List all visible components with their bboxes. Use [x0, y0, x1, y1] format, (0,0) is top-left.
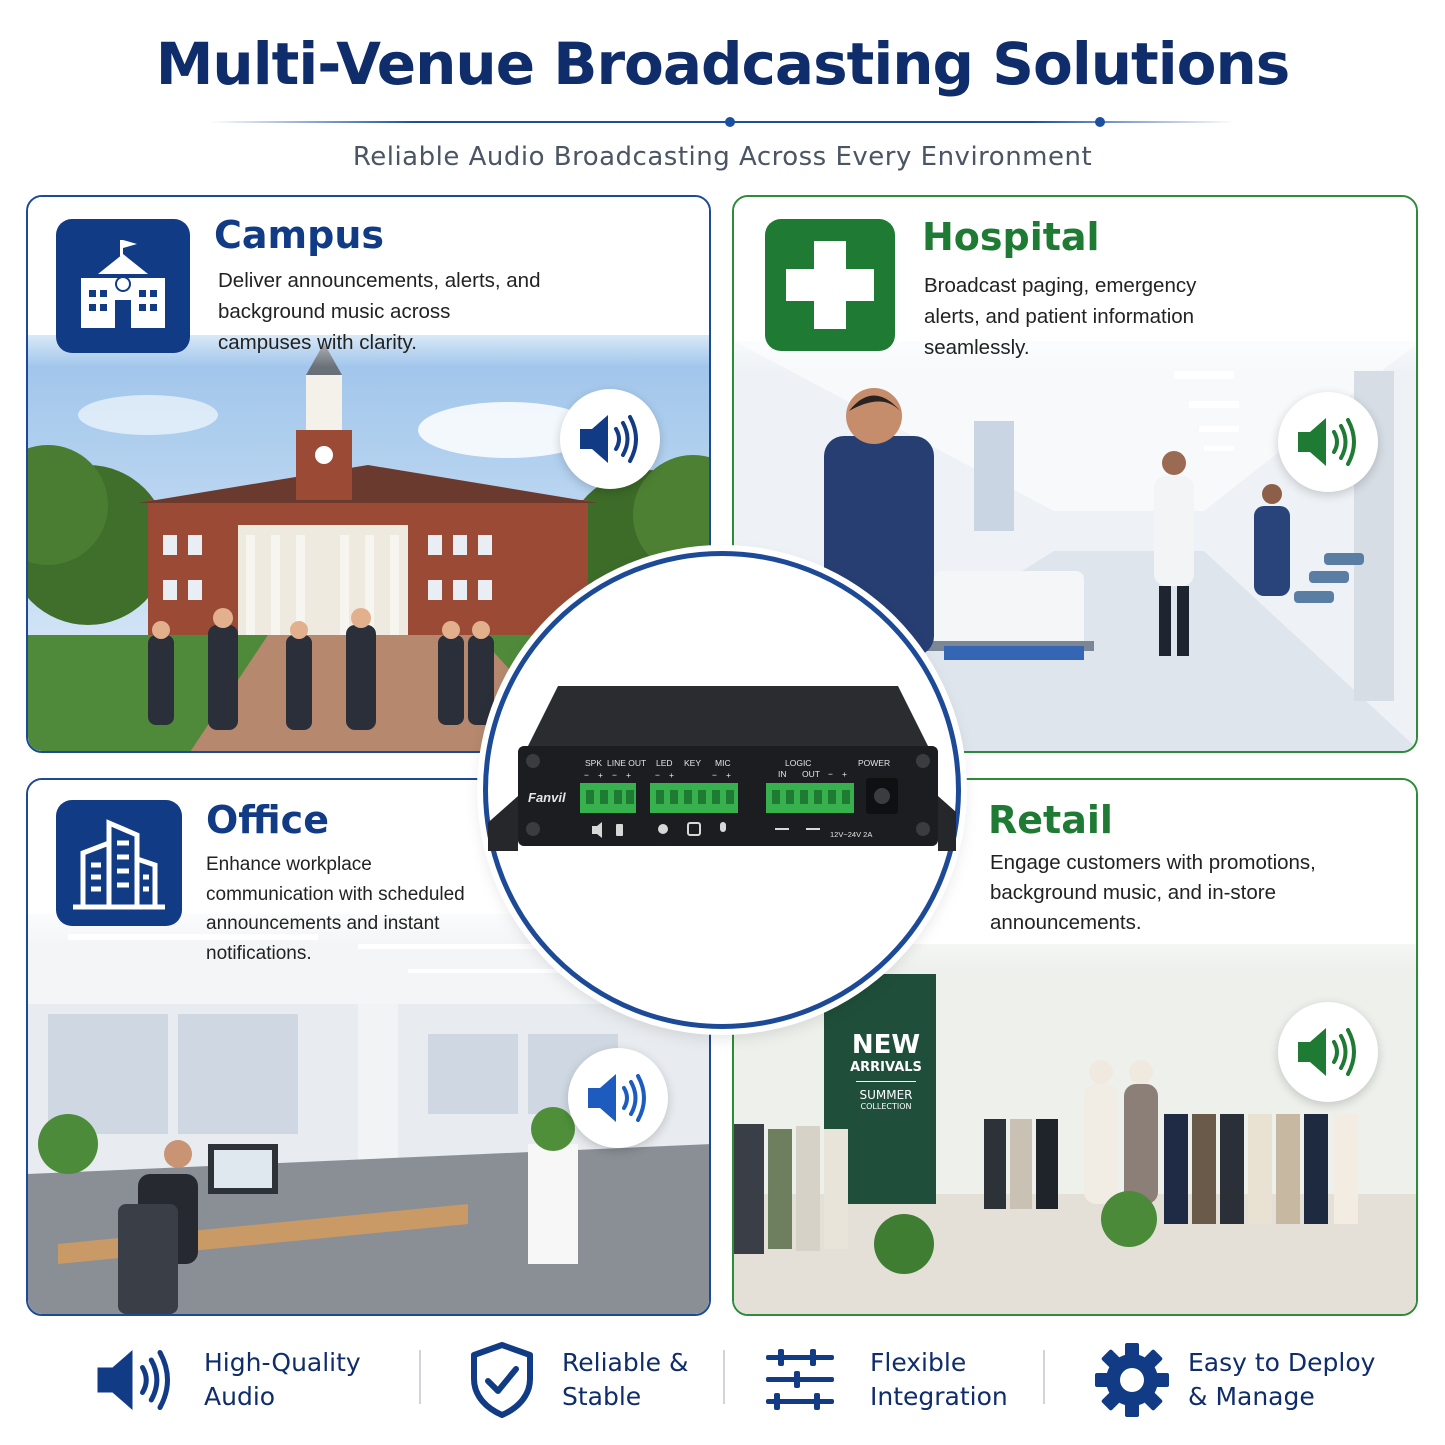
label-minus: − — [828, 769, 833, 779]
retail-panel: NEW ARRIVALS SUMMER COLLECTION Retail En… — [732, 778, 1418, 1316]
sign-line-collection: COLLECTION — [860, 1102, 912, 1111]
feature-easy-deploy: Easy to Deploy & Manage — [1094, 1335, 1375, 1425]
label-out: OUT — [802, 769, 820, 779]
title-divider — [210, 117, 1235, 127]
medical-cross-icon — [765, 219, 895, 351]
retail-scene-image — [734, 944, 1416, 1314]
sign-rule — [856, 1081, 916, 1082]
label-logic: LOGIC — [785, 758, 811, 768]
speaker-icon — [568, 1048, 668, 1148]
label-minus: − — [655, 770, 660, 780]
label-minus: − — [612, 770, 617, 780]
label-plus: + — [726, 770, 731, 780]
sliders-icon — [766, 1349, 834, 1410]
school-building-icon — [56, 219, 190, 353]
label-spk: SPK — [585, 758, 602, 768]
office-description: Enhance workplace communication with sch… — [206, 854, 465, 964]
sign-line-new: NEW — [851, 1030, 921, 1060]
feature-separator — [723, 1350, 725, 1404]
device-showcase: SPK LINE OUT LED KEY MIC LOGIC IN OUT PO… — [483, 551, 961, 1029]
label-line-out: LINE OUT — [607, 758, 646, 768]
shield-check-icon — [471, 1342, 533, 1418]
page-title: Multi-Venue Broadcasting Solutions — [155, 30, 1291, 98]
feature-separator — [419, 1350, 421, 1404]
sign-line-arrivals: ARRIVALS — [850, 1060, 922, 1075]
hospital-description: Broadcast paging, emergency alerts, and … — [924, 274, 1197, 359]
hospital-panel: Hospital Broadcast paging, emergency ale… — [732, 195, 1418, 753]
speaker-icon — [560, 389, 660, 489]
retail-description: Engage customers with promotions, backgr… — [990, 851, 1316, 934]
feature-separator — [1043, 1350, 1045, 1404]
speaker-icon — [1278, 1002, 1378, 1102]
label-voltage: 12V~24V 2A — [830, 830, 872, 839]
retail-title: Retail — [988, 798, 1113, 842]
feature-label: High-Quality Audio — [204, 1348, 361, 1411]
label-plus: + — [626, 770, 631, 780]
feature-label: Flexible Integration — [870, 1348, 1008, 1411]
label-mic: MIC — [715, 758, 731, 768]
label-plus: + — [598, 770, 603, 780]
device-brand: Fanvil — [528, 790, 566, 805]
feature-label: Easy to Deploy & Manage — [1188, 1348, 1376, 1411]
label-plus: + — [669, 770, 674, 780]
hospital-title: Hospital — [922, 215, 1100, 259]
feature-flexible-integration: Flexible Integration — [764, 1335, 1008, 1425]
campus-scene-image — [28, 335, 709, 751]
campus-description: Deliver announcements, alerts, and backg… — [218, 269, 541, 354]
label-plus: + — [842, 769, 847, 779]
divider-dot — [725, 117, 735, 127]
office-building-icon — [56, 800, 182, 926]
label-key: KEY — [684, 758, 701, 768]
retail-sign: NEW ARRIVALS SUMMER COLLECTION — [834, 1030, 938, 1111]
campus-title: Campus — [214, 213, 384, 257]
audio-gateway-device: SPK LINE OUT LED KEY MIC LOGIC IN OUT PO… — [488, 686, 956, 851]
divider-dot — [1095, 117, 1105, 127]
feature-reliable-stable: Reliable & Stable — [468, 1335, 688, 1425]
page-subtitle: Reliable Audio Broadcasting Across Every… — [352, 142, 1093, 172]
sign-line-summer: SUMMER — [859, 1088, 913, 1102]
label-in: IN — [778, 769, 787, 779]
feature-high-quality-audio: High-Quality Audio — [92, 1335, 361, 1425]
feature-label: Reliable & Stable — [562, 1348, 689, 1411]
gear-icon — [1095, 1343, 1169, 1417]
label-minus: − — [712, 770, 717, 780]
label-led: LED — [656, 758, 673, 768]
speaker-icon — [1278, 392, 1378, 492]
campus-panel: Campus Deliver announcements, alerts, an… — [26, 195, 711, 753]
speaker-icon — [97, 1350, 170, 1410]
label-minus: − — [584, 770, 589, 780]
label-power: POWER — [858, 758, 890, 768]
office-title: Office — [206, 798, 329, 842]
